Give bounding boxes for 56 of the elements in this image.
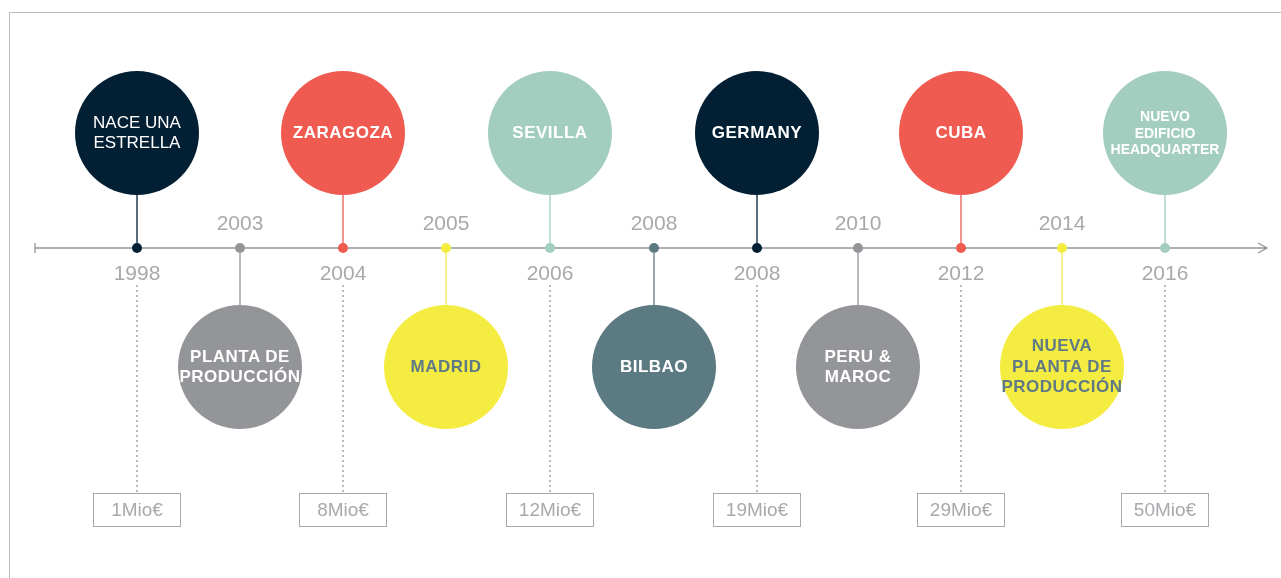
- timeline-dot: [649, 243, 659, 253]
- timeline-dot: [853, 243, 863, 253]
- revenue-label: 8Mio€: [299, 493, 387, 527]
- timeline-dot: [235, 243, 245, 253]
- connector-line: [1164, 194, 1166, 244]
- connector-line: [756, 194, 758, 244]
- dotted-connector: [1164, 284, 1166, 494]
- milestone-circle: NUEVA PLANTA DE PRODUCCIÓN: [1000, 305, 1124, 429]
- timeline-dot: [441, 243, 451, 253]
- year-label: 2016: [1130, 261, 1200, 285]
- milestone-circle: SEVILLA: [488, 71, 612, 195]
- year-label: 2003: [215, 211, 265, 235]
- connector-line: [960, 194, 962, 244]
- timeline-dot: [1160, 243, 1170, 253]
- milestone-circle: CUBA: [899, 71, 1023, 195]
- connector-line: [1061, 252, 1063, 306]
- year-label: 1998: [102, 261, 172, 285]
- dotted-connector: [342, 284, 344, 494]
- timeline-dot: [338, 243, 348, 253]
- revenue-label: 1Mio€: [93, 493, 181, 527]
- year-label: 2008: [629, 211, 679, 235]
- connector-line: [239, 252, 241, 306]
- milestone-circle: NACE UNA ESTRELLA: [75, 71, 199, 195]
- timeline-dot: [956, 243, 966, 253]
- dotted-connector: [960, 284, 962, 494]
- milestone-circle: PLANTA DE PRODUCCIÓN: [178, 305, 302, 429]
- revenue-label: 19Mio€: [713, 493, 801, 527]
- milestone-circle: ZARAGOZA: [281, 71, 405, 195]
- year-label: 2006: [515, 261, 585, 285]
- year-label: 2005: [421, 211, 471, 235]
- timeline-dot: [1057, 243, 1067, 253]
- year-label: 2014: [1037, 211, 1087, 235]
- year-label: 2004: [308, 261, 378, 285]
- year-label: 2010: [833, 211, 883, 235]
- revenue-label: 50Mio€: [1121, 493, 1209, 527]
- dotted-connector: [756, 284, 758, 494]
- timeline-dot: [132, 243, 142, 253]
- connector-line: [342, 194, 344, 244]
- connector-line: [857, 252, 859, 306]
- revenue-label: 12Mio€: [506, 493, 594, 527]
- connector-line: [136, 194, 138, 244]
- milestone-circle: PERU & MAROC: [796, 305, 920, 429]
- dotted-connector: [136, 284, 138, 494]
- milestone-circle: NUEVO EDIFICIO HEADQUARTER: [1103, 71, 1227, 195]
- year-label: 2008: [722, 261, 792, 285]
- milestone-circle: BILBAO: [592, 305, 716, 429]
- dotted-connector: [549, 284, 551, 494]
- connector-line: [549, 194, 551, 244]
- revenue-label: 29Mio€: [917, 493, 1005, 527]
- timeline-dot: [752, 243, 762, 253]
- milestone-circle: GERMANY: [695, 71, 819, 195]
- connector-line: [445, 252, 447, 306]
- milestone-circle: MADRID: [384, 305, 508, 429]
- timeline-dot: [545, 243, 555, 253]
- year-label: 2012: [926, 261, 996, 285]
- connector-line: [653, 252, 655, 306]
